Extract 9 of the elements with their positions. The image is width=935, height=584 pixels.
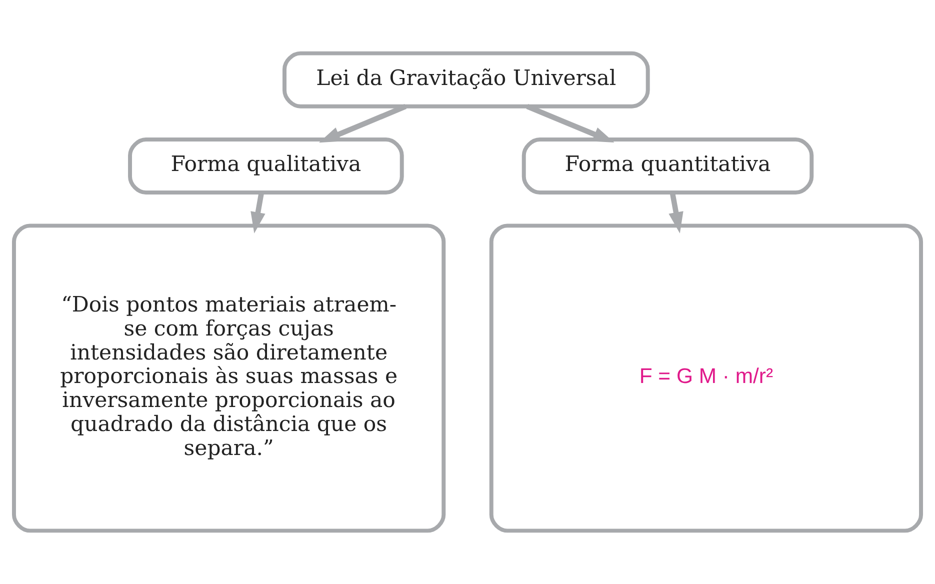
node-box: Forma qualitativa — [128, 138, 404, 195]
node-box: Lei da Gravitação Universal — [282, 51, 650, 108]
arrow — [318, 104, 407, 143]
node-box: F = G M · m/r² — [489, 224, 923, 533]
arrow — [526, 104, 614, 143]
node-box: Forma quantitativa — [522, 138, 814, 195]
node-box: “Dois pontos materiais atraem-se com forças cujas intensidades são diretamente proporcionais às suas massas e inversamente proporcionais ao quadrado da distância que os separa.” — [12, 224, 446, 533]
arrow — [668, 192, 684, 234]
arrow — [250, 192, 266, 234]
